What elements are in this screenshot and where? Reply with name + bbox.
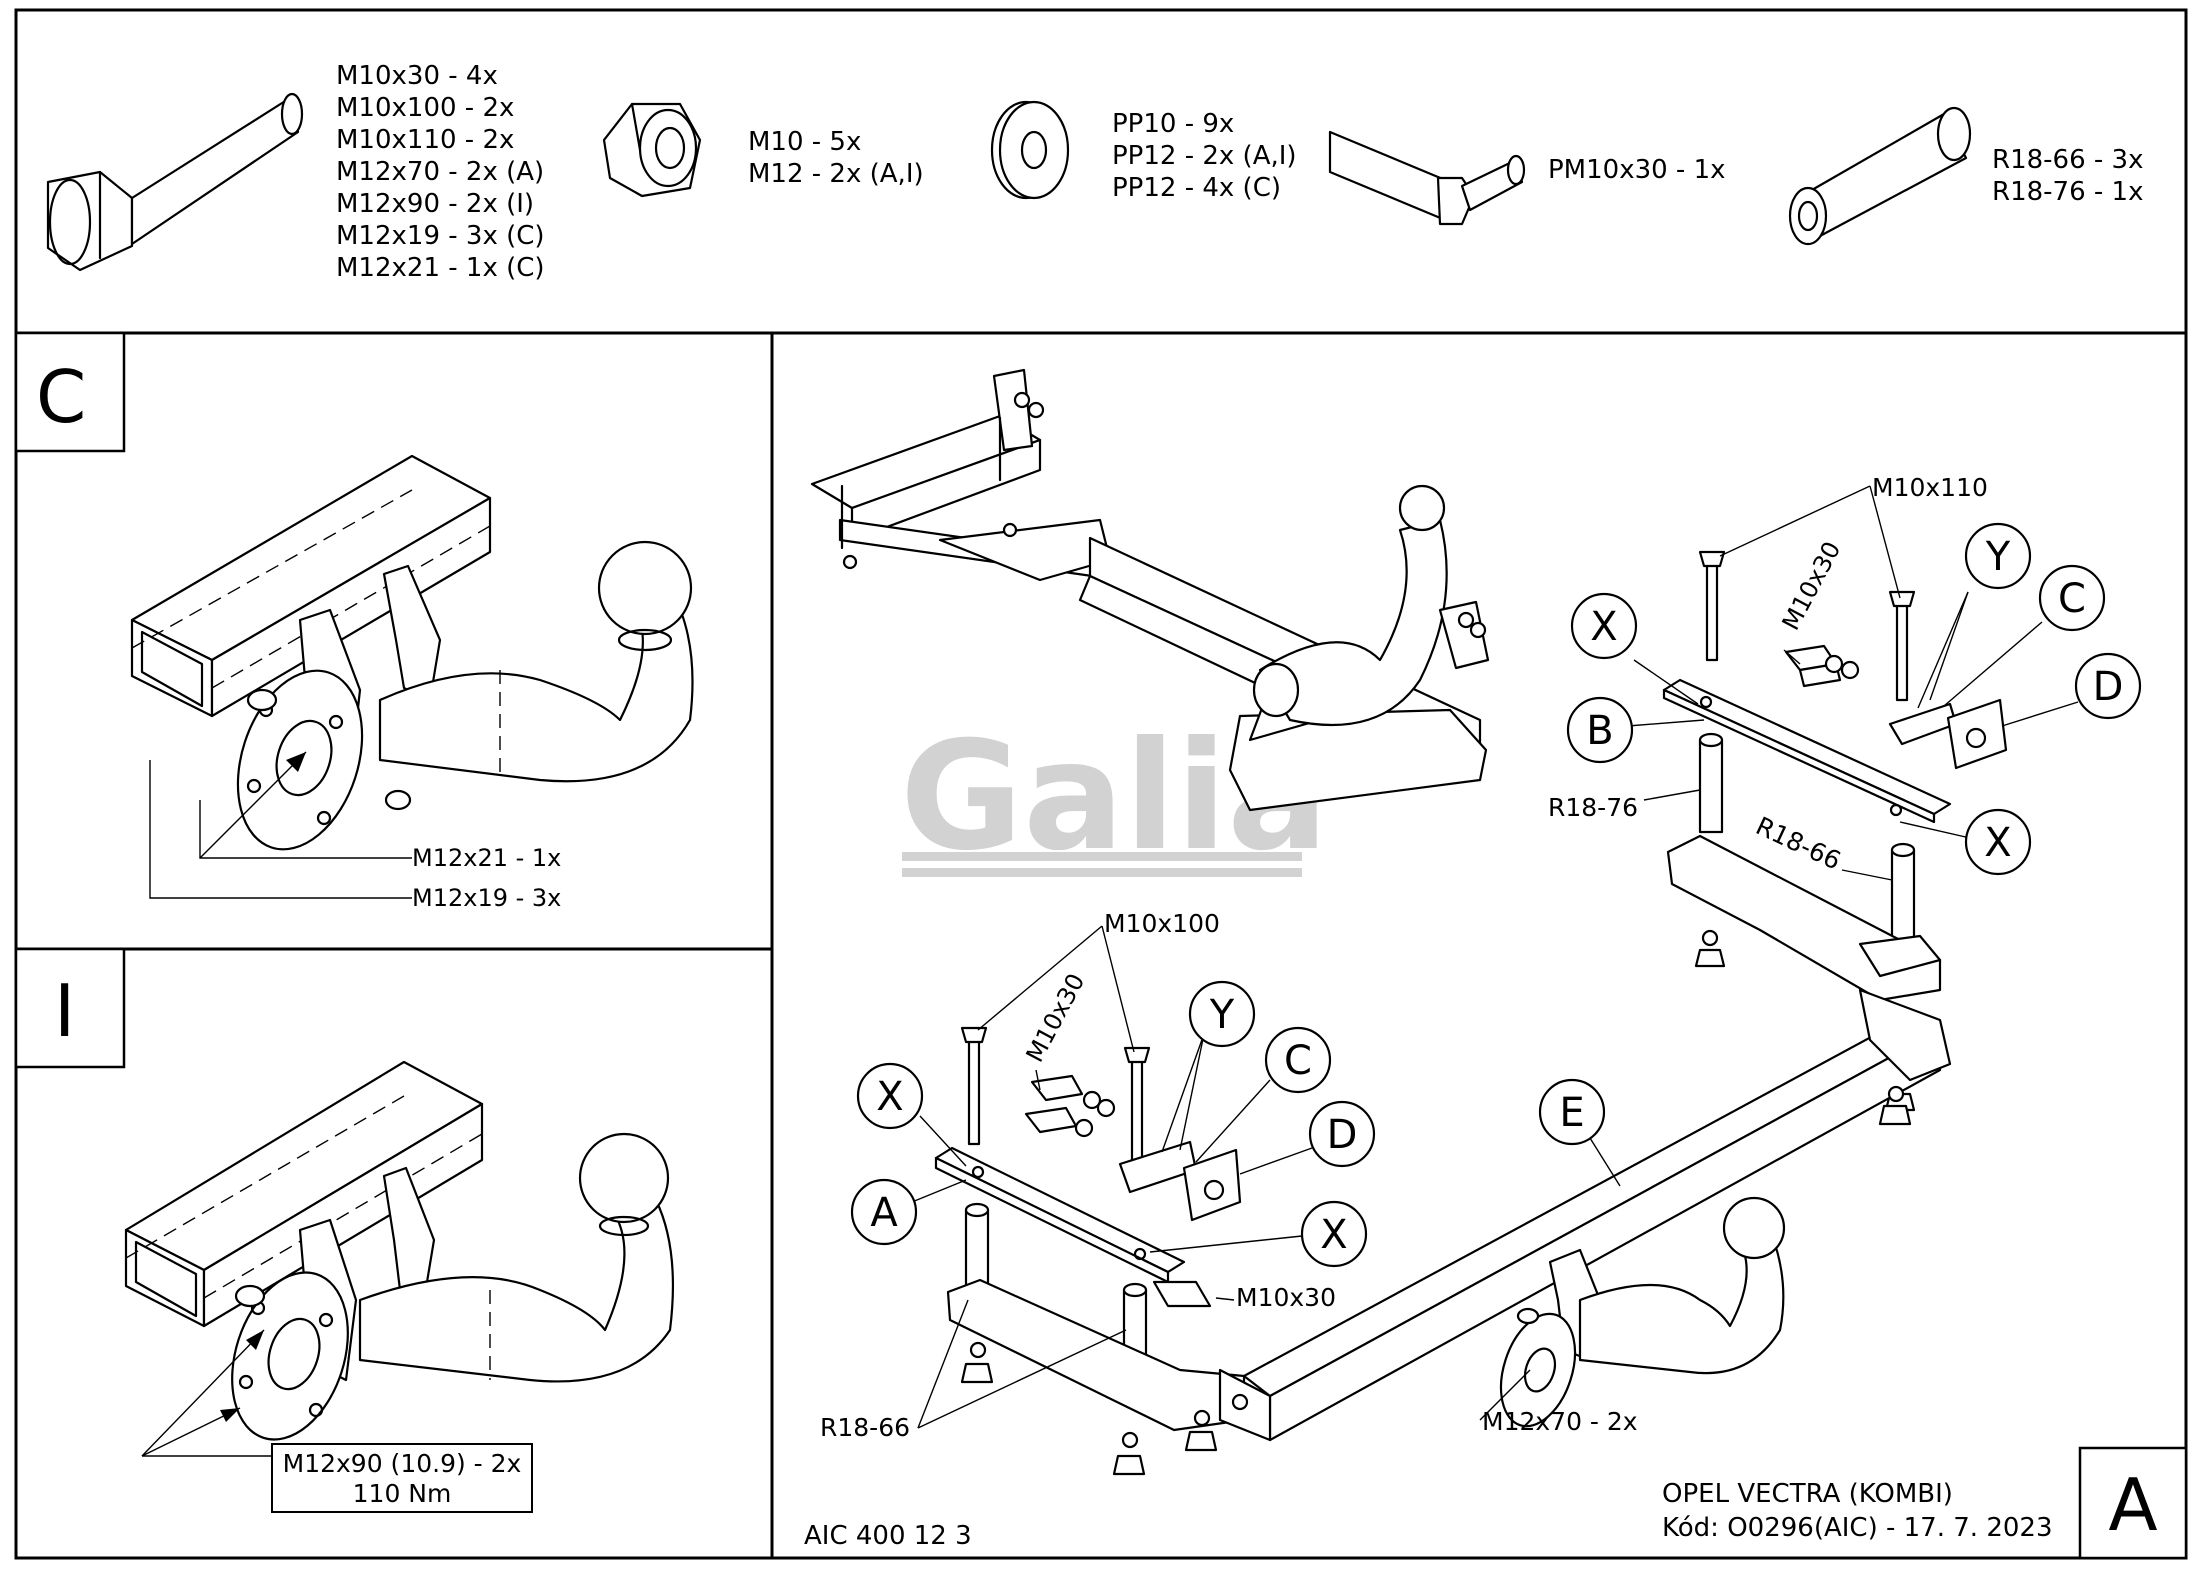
callout-e (1538, 1078, 1606, 1146)
outer-frame (14, 8, 2188, 1560)
plate-bolt-icon (1328, 130, 1526, 226)
callout-x (1964, 808, 2032, 876)
panel-i: I M12x90 (10.9) - 2x 1 (14, 947, 674, 1513)
callout-c-label: C (1284, 1038, 1312, 1084)
callout-b (1566, 696, 1634, 764)
legend-bolts-line: M10x100 - 2x (336, 93, 514, 123)
callout-c (2038, 564, 2106, 632)
callouts: X B Y C D X X A Y (850, 522, 2142, 1268)
callout-y-label: Y (1209, 992, 1235, 1038)
callout-a (850, 1178, 918, 1246)
legend-bolts-line: M12x70 - 2x (A) (336, 157, 544, 187)
label-m10x30-right: M10x30 (1777, 537, 1847, 635)
legend-washers-line: PP10 - 9x (1112, 109, 1234, 139)
label-m10x30-pm: M10x30 (1236, 1283, 1336, 1312)
legend-bolts-line: M12x21 - 1x (C) (336, 253, 545, 283)
assembled-towbar-view (810, 368, 1490, 812)
crossbar-tube (130, 454, 492, 718)
callout-y-label: Y (1985, 534, 2011, 580)
callout-a-label: A (870, 1190, 898, 1236)
vehicle-name: OPEL VECTRA (KOMBI) (1662, 1479, 1953, 1509)
parts-legend: M10x30 - 4x M10x100 - 2x M10x110 - 2x M1… (46, 61, 2143, 283)
panel-c-label: M12x19 - 3x (412, 884, 561, 912)
exploded-side-b (1662, 550, 2008, 1112)
panel-c-label: M12x21 - 1x (412, 844, 561, 872)
legend-washers-line: PP12 - 4x (C) (1112, 173, 1281, 203)
legend-bolts-line: M10x30 - 4x (336, 61, 498, 91)
nut-icon (602, 102, 702, 198)
label-r18-66-right: R18-66 (1751, 811, 1845, 875)
callout-x (1570, 592, 1638, 660)
callout-c (1264, 1026, 1332, 1094)
callout-d-label: D (2093, 664, 2124, 710)
callout-b-label: B (1586, 708, 1613, 754)
bolt-icon (46, 92, 304, 272)
callout-y (1188, 980, 1256, 1048)
legend-nuts-line: M10 - 5x (748, 127, 861, 157)
panel-c-letter: C (36, 355, 86, 439)
crossbar-e (1218, 988, 1952, 1442)
document-code-date: Kód: O0296(AIC) - 17. 7. 2023 (1662, 1513, 2052, 1543)
exploded-side-a (934, 1026, 1246, 1476)
callout-x-label: X (1590, 604, 1617, 650)
callout-d (1308, 1100, 1376, 1168)
callout-d-label: D (1327, 1112, 1358, 1158)
washer-icon (990, 100, 1070, 200)
callout-x-label: X (1320, 1212, 1347, 1258)
legend-spacers-line: R18-66 - 3x (1992, 145, 2143, 175)
callout-y (1964, 522, 2032, 590)
flange-plate (231, 1271, 349, 1441)
legend-spacers-line: R18-76 - 1x (1992, 177, 2143, 207)
tow-ball (597, 540, 693, 636)
panel-i-torque-label: M12x90 (10.9) - 2x (283, 1449, 522, 1478)
panel-i-torque-value: 110 Nm (353, 1479, 452, 1508)
callout-x (1300, 1200, 1368, 1268)
label-m12x70: M12x70 - 2x (1482, 1407, 1638, 1436)
callout-d (2074, 652, 2142, 720)
legend-bolts-line: M12x90 - 2x (I) (336, 189, 534, 219)
legend-washers-line: PP12 - 2x (A,I) (1112, 141, 1297, 171)
callout-e-label: E (1559, 1090, 1584, 1136)
legend-bolts-line: M10x110 - 2x (336, 125, 514, 155)
legend-nuts-line: M12 - 2x (A,I) (748, 159, 924, 189)
panel-a-letter: A (2108, 1463, 2157, 1547)
label-m10x110: M10x110 (1872, 473, 1988, 502)
crossbar-tube (124, 1060, 484, 1328)
panel-a: Galia (804, 368, 2188, 1560)
towball-assembly (1499, 1196, 1786, 1428)
legend-bolts-line: M12x19 - 3x (C) (336, 221, 545, 251)
label-m10x100: M10x100 (1104, 909, 1220, 938)
towbar-neck (358, 1198, 674, 1383)
spacer-tube-icon (1788, 106, 1972, 246)
callout-x-label: X (876, 1074, 903, 1120)
label-r18-76: R18-76 (1548, 793, 1638, 822)
panel-c: C (14, 331, 694, 912)
callout-x-label: X (1984, 820, 2011, 866)
legend-special-bolt: PM10x30 - 1x (1548, 155, 1726, 185)
callout-c-label: C (2058, 576, 2086, 622)
panel-i-letter: I (54, 969, 75, 1053)
tow-ball (578, 1132, 670, 1224)
drawing-code: AIC 400 12 3 (804, 1521, 972, 1551)
label-r18-66-left: R18-66 (820, 1413, 910, 1442)
callout-x (856, 1062, 924, 1130)
label-m10x30-left: M10x30 (1021, 969, 1091, 1067)
